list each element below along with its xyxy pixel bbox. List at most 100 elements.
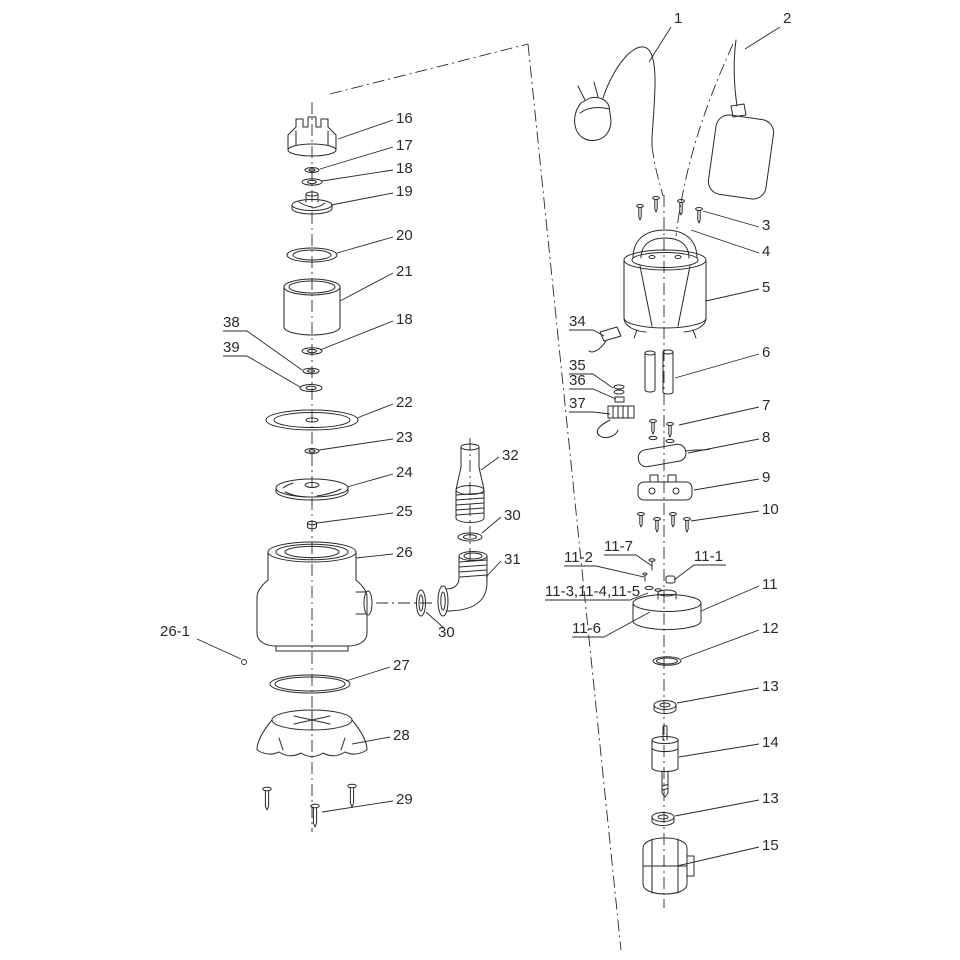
- leader-line-30: [481, 516, 502, 534]
- part-26-pump-housing: [256, 541, 373, 652]
- part-label-16: 16: [396, 110, 413, 127]
- leader-line-1: [648, 26, 672, 63]
- leader-line-27: [345, 666, 391, 682]
- part-label-1: 1: [674, 10, 682, 27]
- leader-line-39: [223, 355, 301, 388]
- part-label-11-1: 11-1: [694, 548, 723, 565]
- part-label-34: 34: [569, 313, 586, 330]
- part-label-29: 29: [396, 791, 413, 808]
- part-label-12: 12: [762, 620, 779, 637]
- part-7-screws-washers: [648, 419, 675, 444]
- part-20-seal-ring: [286, 247, 338, 263]
- part-label-11-7: 11-7: [604, 538, 633, 555]
- part-35-washers: [613, 384, 625, 395]
- part-label-6: 6: [762, 344, 770, 361]
- part-label-11-3,11-4,11-5: 11-3,11-4,11-5: [545, 583, 640, 600]
- part-14-rotor: [651, 725, 679, 798]
- part-label-13: 13: [762, 790, 779, 807]
- part-13-bearing-lower: [651, 812, 675, 826]
- part-23-washer: [304, 448, 320, 454]
- part-17-washer: [304, 167, 320, 173]
- part-6-sleeves: [644, 349, 674, 395]
- leader-line-28: [351, 736, 391, 745]
- leader-line-23: [318, 438, 394, 451]
- leader-line-29: [321, 800, 394, 813]
- part-1-power-cord-plug: [574, 46, 656, 147]
- part-label-26-1: 26-1: [160, 623, 190, 640]
- leader-line-9: [693, 478, 760, 491]
- part-10-screws: [637, 512, 691, 533]
- part-label-19: 19: [396, 183, 413, 200]
- part-label-17: 17: [396, 137, 413, 154]
- part-12-o-ring: [652, 656, 682, 666]
- part-36-block: [614, 396, 625, 403]
- leader-line-35: [569, 373, 614, 389]
- leader-line-36: [569, 388, 617, 400]
- leader-line-19: [330, 192, 394, 206]
- part-label-27: 27: [393, 657, 410, 674]
- leader-line-22: [356, 403, 394, 419]
- part-label-39: 39: [223, 339, 240, 356]
- part-22-plate: [265, 409, 359, 431]
- part-label-4: 4: [762, 243, 770, 260]
- part-label-35: 35: [569, 357, 586, 374]
- part-label-20: 20: [396, 227, 413, 244]
- part-9-bracket: [637, 474, 693, 501]
- part-18-washer-lower: [301, 347, 323, 355]
- part-21-cup: [283, 278, 341, 336]
- part-label-18: 18: [396, 311, 413, 328]
- part-label-13: 13: [762, 678, 779, 695]
- part-34-clip: [588, 326, 622, 353]
- part-label-23: 23: [396, 429, 413, 446]
- part-32-hose-adapter: [455, 443, 485, 523]
- leader-line-6: [674, 353, 760, 379]
- leader-line-15: [676, 846, 760, 867]
- part-label-28: 28: [393, 727, 410, 744]
- part-label-9: 9: [762, 469, 770, 486]
- part-label-30: 30: [504, 507, 521, 524]
- leader-line-21: [339, 272, 394, 302]
- leader-line-37: [569, 411, 611, 415]
- leader-line-13: [676, 687, 760, 704]
- part-label-7: 7: [762, 397, 770, 414]
- part-label-30: 30: [438, 624, 455, 641]
- leader-line-30: [425, 611, 445, 629]
- part-label-2: 2: [783, 10, 791, 27]
- leader-line-14: [678, 743, 760, 758]
- leader-line-34: [569, 329, 605, 337]
- part-label-10: 10: [762, 501, 779, 518]
- part-label-25: 25: [396, 503, 413, 520]
- part-label-24: 24: [396, 464, 413, 481]
- part-37-terminal-block: [596, 405, 635, 439]
- leader-line-25: [316, 512, 394, 524]
- part-label-14: 14: [762, 734, 779, 751]
- left-assembly: [256, 116, 488, 828]
- leader-line-5: [705, 288, 760, 302]
- leader-line-32: [480, 456, 500, 471]
- leader-line-11-2: [564, 565, 645, 578]
- leader-line-13: [674, 799, 760, 817]
- leader-line-4: [690, 229, 760, 254]
- part-label-22: 22: [396, 394, 413, 411]
- part-13-bearing-upper: [653, 700, 677, 714]
- part-30-washer: [457, 532, 483, 542]
- leader-line-8: [687, 438, 760, 454]
- part-label-11-6: 11-6: [572, 620, 601, 637]
- leader-dot-26-1: [241, 659, 247, 665]
- leader-line-11-3,11-4,11-5: [545, 592, 649, 601]
- leader-line-11-7: [604, 554, 653, 567]
- part-16-crown-cap: [287, 116, 337, 157]
- part-label-26: 26: [396, 544, 413, 561]
- leader-line-7: [678, 406, 760, 426]
- part-2-float-switch: [707, 39, 775, 200]
- leader-line-31: [485, 560, 502, 578]
- part-24-impeller: [275, 478, 349, 501]
- leader-line-26-1: [196, 638, 242, 660]
- part-label-11-2: 11-2: [564, 549, 593, 566]
- part-28-suction-base: [256, 709, 368, 757]
- leader-line-11-6: [572, 611, 651, 638]
- part-25-nut: [307, 520, 317, 530]
- part-label-32: 32: [502, 447, 519, 464]
